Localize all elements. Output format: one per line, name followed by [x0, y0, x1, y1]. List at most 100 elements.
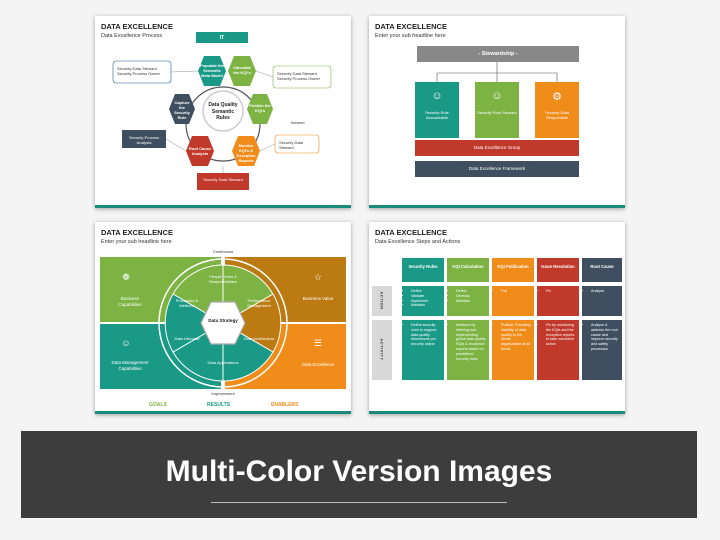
segment-performance-label: Performance Management: [247, 298, 271, 308]
node-publish: Publish the KQI's: [249, 103, 271, 113]
callout-right: [274, 134, 320, 154]
center-hexagon: [200, 301, 246, 345]
caption-banner: Multi-Color Version Images: [21, 431, 697, 518]
framework-bar: Data Excellence Framework: [415, 161, 579, 177]
slide-subtitle: Enter your sub headline here: [101, 239, 172, 245]
role-label-responsible: Security Data Responsible: [544, 110, 569, 120]
hex-publish: [247, 94, 273, 124]
segment-processes-label: Processes & Methods: [175, 298, 199, 308]
hex-populate: [198, 56, 226, 86]
node-populate: Populate the Semantic Meta Model: [199, 63, 224, 78]
col-header-security-rules: Security Rules: [402, 258, 444, 282]
action-cell-root-cause: Analyse: [582, 286, 622, 316]
legend-goals: GOALS: [149, 402, 167, 408]
activity-cell-root-cause: Analyze & address the root cause and imp…: [582, 320, 622, 380]
activity-cell-kqi-calculation: Measure by defining and implementing glo…: [447, 320, 489, 380]
col-header-issue-resolution: Issue Resolution: [537, 258, 579, 282]
action-cell-issue-resolution: Fix: [537, 286, 579, 316]
action-cell-security-rules: Define Validate Implement Maintain: [402, 286, 444, 316]
slide-title: DATA EXCELLENCE: [375, 22, 447, 31]
slide-thumbnail-stewardship[interactable]: DATA EXCELLENCE Enter your sub headline …: [369, 16, 625, 208]
slide-bottom-bar: [95, 205, 351, 208]
legend-results: RESULTS: [207, 402, 230, 408]
slide-bottom-bar: [369, 411, 625, 414]
callout-top-right-text: Security Data Steward Security Process O…: [277, 71, 320, 81]
action-cell-kqi-publication: Full: [492, 286, 534, 316]
col-header-root-cause: Root Cause: [582, 258, 622, 282]
activity-cell-issue-resolution: Fix by monitoring the KQIs and the excep…: [537, 320, 579, 380]
database-icon: ☰: [313, 338, 323, 348]
hex-rootcause: [186, 136, 214, 166]
segment-people-label: People Roles & Responsibilities: [209, 274, 237, 284]
center-label: Data Strategy: [208, 318, 238, 323]
stewardship-connectors: [436, 62, 558, 82]
row-activity-arrow: [372, 320, 392, 380]
it-label: IT: [219, 35, 225, 41]
center-label: Data Quality Semantic Rules: [208, 102, 238, 121]
node-monitor: Monitor KQI's & Exception Reports: [236, 143, 256, 163]
slide-subtitle: Enter your sub headline here: [375, 33, 446, 39]
slide-title: DATA EXCELLENCE: [101, 228, 173, 237]
role-box-accountable: [415, 82, 459, 138]
network-icon: ⚙: [552, 91, 562, 103]
node-rootcause: Root Cause Analysis: [188, 146, 212, 156]
col-header-kqi-calculation: KQI Calculation: [447, 258, 489, 282]
callout-left-text: Security Process Analysis: [128, 135, 159, 145]
quadrant-business-value: Business Value: [302, 296, 334, 301]
col-header-kqi-publication: KQI Publication: [492, 258, 534, 282]
slide-subtitle: Data Excellence Process: [101, 33, 163, 39]
it-bar: [196, 32, 248, 43]
callout-left: [122, 130, 166, 148]
role-label-steward: Security Rule Steward: [477, 110, 517, 115]
callout-bottom-text: Security Data Steward: [203, 177, 243, 182]
callout-bottom: [197, 173, 249, 190]
quadrant-data-excellence: Data Excellence: [301, 362, 335, 367]
node-capture: Capture the Security Rule: [174, 100, 190, 120]
node-calculate: Calculate the KQI's: [233, 65, 251, 75]
banner-title: Multi-Color Version Images: [165, 455, 553, 488]
segment-lifecycle-label: Data Lifecycle: [174, 336, 200, 341]
legend-enablers: ENABLERS: [271, 402, 299, 408]
outer-ring: [158, 258, 288, 388]
role-box-responsible: [535, 82, 579, 138]
slide-thumbnail-steps[interactable]: DATA EXCELLENCE Data Excellence Steps an…: [369, 222, 625, 414]
row-label-action: ACTION: [379, 291, 385, 310]
slide-bottom-bar: [95, 411, 351, 414]
hex-calculate: [228, 56, 256, 86]
slide-thumbnail-process[interactable]: DATA EXCELLENCE Data Excellence Process …: [95, 16, 351, 208]
role-box-steward: [475, 82, 519, 138]
slide-subtitle: Data Excellence Steps and Actions: [375, 239, 461, 245]
continuous-label: Continuous: [212, 249, 234, 254]
hex-capture: [169, 94, 195, 124]
users-icon: ☺: [121, 338, 131, 348]
callout-top-left-text: Security Data Steward Security Process O…: [117, 66, 160, 76]
quadrant-data-management: Data Management Capabilities: [111, 360, 149, 371]
role-label-accountable: Security Rule Accountable: [425, 110, 449, 120]
user-icon: ☺: [491, 90, 503, 102]
row-action-arrow: [372, 286, 392, 316]
improvement-label: Improvement: [211, 391, 235, 396]
group-bar: Data Excellence Group: [415, 140, 579, 156]
quadrant-business-capabilities: Business Capabilities: [118, 296, 142, 307]
action-cell-kqi-calculation: Define Develop Maintain: [447, 286, 489, 316]
tree-icon: ❁: [122, 272, 130, 282]
badge-icon: ☆: [313, 272, 323, 282]
intranet-label: Intranet: [291, 120, 305, 125]
hex-monitor: [232, 136, 260, 166]
callout-right-text: Security Data Steward: [279, 140, 304, 150]
stewardship-header: - Stewardship -: [417, 46, 579, 62]
activity-cell-kqi-publication: Publish, Providing visibility of data qu…: [492, 320, 534, 380]
segment-applications-label: Data Applications: [207, 360, 239, 365]
slide-thumbnail-strategy[interactable]: DATA EXCELLENCE Enter your sub headline …: [95, 222, 351, 414]
slide-bottom-bar: [369, 205, 625, 208]
row-label-activity: ACTIVITY: [379, 338, 385, 361]
activity-cell-security-rules: Define security rules to support data qu…: [402, 320, 444, 380]
user-icon: ☺: [431, 90, 443, 102]
process-diagram: [112, 32, 332, 190]
segment-architecture-label: Data Architecture: [243, 336, 275, 341]
strategy-diagram: [100, 257, 346, 389]
slide-title: DATA EXCELLENCE: [375, 228, 447, 237]
slide-title: DATA EXCELLENCE: [101, 22, 173, 31]
banner-underline: [211, 502, 507, 503]
center-circle: [202, 90, 244, 132]
